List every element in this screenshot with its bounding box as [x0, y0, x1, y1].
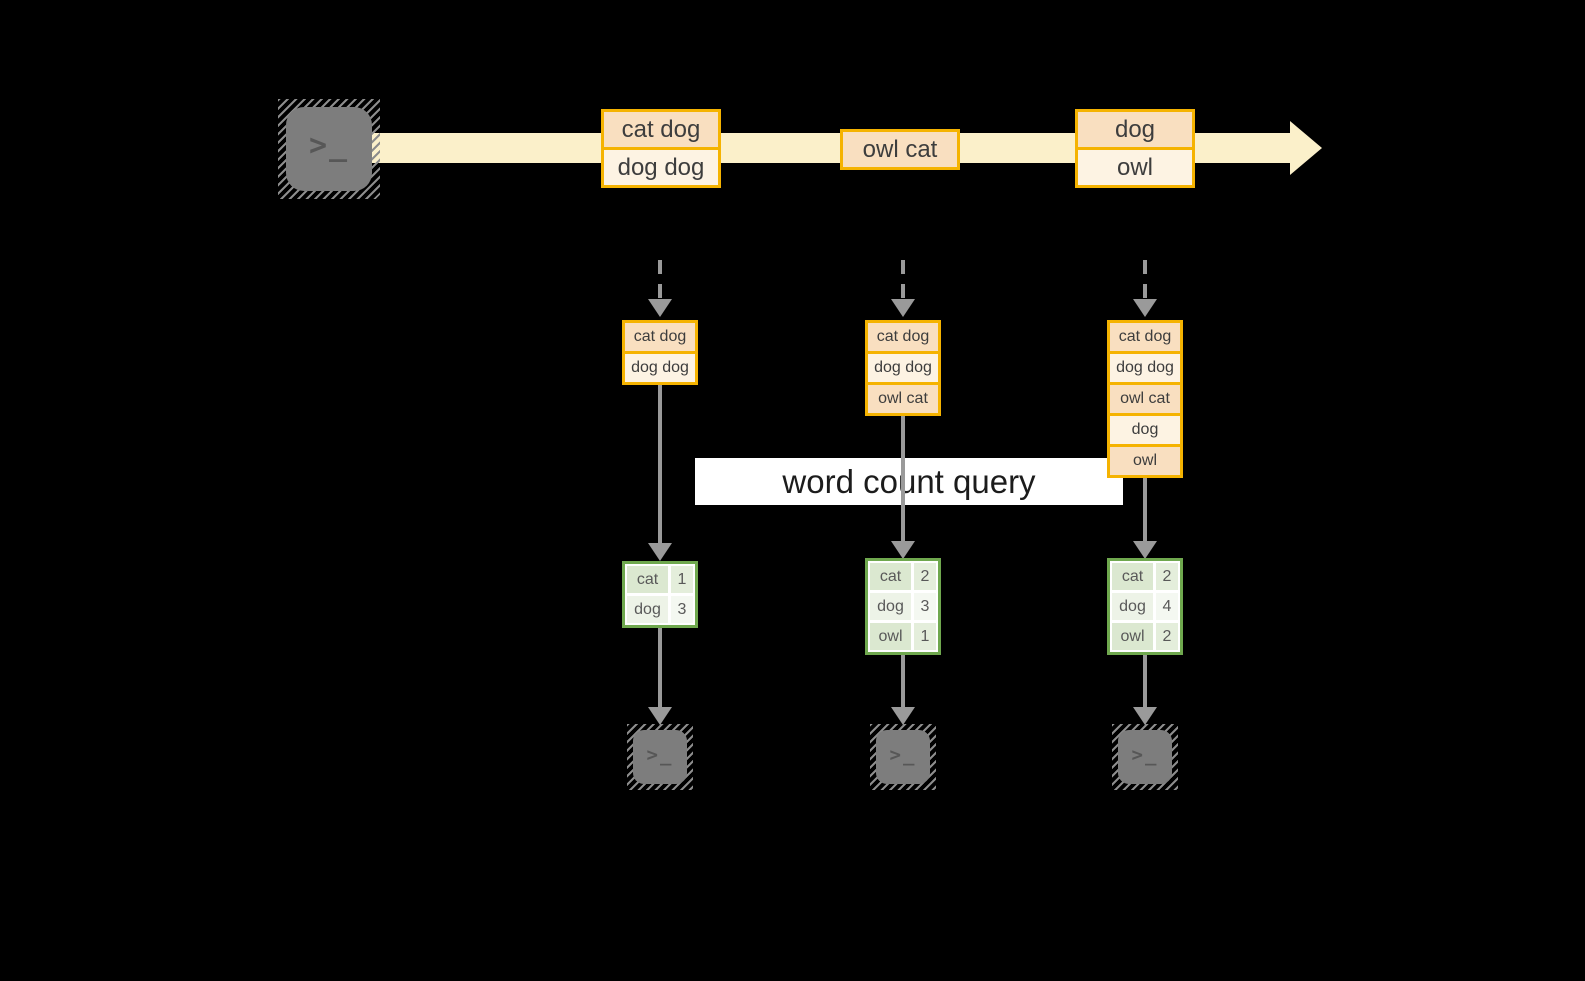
- count-cell: 4: [1156, 593, 1178, 620]
- result-arrowhead-icon: [891, 707, 915, 725]
- buffer-row: cat dog: [625, 323, 695, 351]
- count-table: cat 2 dog 3 owl 1: [865, 558, 941, 655]
- count-row: cat 2: [1112, 563, 1178, 590]
- consumer-terminal-icon: >_: [870, 724, 936, 790]
- result-arrowhead-icon: [648, 707, 672, 725]
- buffer-row: owl cat: [1110, 382, 1180, 413]
- consumer-terminal-icon: >_: [627, 724, 693, 790]
- batch-arrowhead-icon: [648, 299, 672, 317]
- stream-event: cat dog: [604, 112, 718, 147]
- consumer-terminal-icon: >_: [1112, 724, 1178, 790]
- prompt-glyph: >_: [308, 127, 350, 163]
- batch-arrow-dashed: [901, 260, 905, 300]
- result-arrow: [901, 654, 905, 708]
- result-arrow: [1143, 654, 1147, 708]
- word-cell: dog: [870, 593, 911, 620]
- word-cell: owl: [870, 623, 911, 650]
- word-cell: cat: [627, 566, 668, 593]
- count-row: dog 4: [1112, 593, 1178, 620]
- count-cell: 2: [1156, 563, 1178, 590]
- terminal-body: >_: [286, 107, 372, 191]
- buffer-stack: cat dog dog dog owl cat: [865, 320, 941, 416]
- query-arrow: [901, 415, 905, 542]
- count-row: dog 3: [627, 596, 693, 623]
- result-arrow: [658, 626, 662, 708]
- word-cell: dog: [627, 596, 668, 623]
- stream-arrowhead-icon: [1290, 121, 1322, 175]
- stream-event: dog dog: [604, 147, 718, 185]
- count-cell: 1: [914, 623, 936, 650]
- stream-event: dog: [1078, 112, 1192, 147]
- stream-event-box: dog owl: [1075, 109, 1195, 188]
- query-arrowhead-icon: [891, 541, 915, 559]
- stream-event: owl: [1078, 147, 1192, 185]
- word-cell: cat: [1112, 563, 1153, 590]
- prompt-glyph: >_: [889, 743, 917, 766]
- count-cell: 3: [914, 593, 936, 620]
- batch-arrowhead-icon: [891, 299, 915, 317]
- batch-arrowhead-icon: [1133, 299, 1157, 317]
- buffer-row: dog dog: [1110, 351, 1180, 382]
- count-row: owl 1: [870, 623, 936, 650]
- stream-event-box: cat dog dog dog: [601, 109, 721, 188]
- query-arrowhead-icon: [1133, 541, 1157, 559]
- count-row: cat 2: [870, 563, 936, 590]
- prompt-glyph: >_: [1131, 743, 1159, 766]
- count-row: owl 2: [1112, 623, 1178, 650]
- count-row: cat 1: [627, 566, 693, 593]
- batch-arrow-dashed: [1143, 260, 1147, 300]
- buffer-stack: cat dog dog dog owl cat dog owl: [1107, 320, 1183, 478]
- buffer-stack: cat dog dog dog: [622, 320, 698, 385]
- buffer-row: cat dog: [868, 323, 938, 351]
- stream-event-box: owl cat: [840, 129, 960, 170]
- terminal-body: >_: [633, 730, 687, 784]
- terminal-body: >_: [1118, 730, 1172, 784]
- count-table: cat 2 dog 4 owl 2: [1107, 558, 1183, 655]
- buffer-row: dog: [1110, 413, 1180, 444]
- terminal-body: >_: [876, 730, 930, 784]
- word-cell: cat: [870, 563, 911, 590]
- count-cell: 2: [914, 563, 936, 590]
- buffer-row: owl: [1110, 444, 1180, 475]
- producer-terminal-icon: >_: [278, 99, 380, 199]
- buffer-row: owl cat: [868, 382, 938, 413]
- query-arrowhead-icon: [648, 543, 672, 561]
- count-cell: 1: [671, 566, 693, 593]
- stream-event: owl cat: [843, 132, 957, 167]
- result-arrowhead-icon: [1133, 707, 1157, 725]
- query-arrow: [658, 384, 662, 544]
- count-row: dog 3: [870, 593, 936, 620]
- word-cell: owl: [1112, 623, 1153, 650]
- word-cell: dog: [1112, 593, 1153, 620]
- buffer-row: dog dog: [625, 351, 695, 382]
- buffer-row: cat dog: [1110, 323, 1180, 351]
- count-table: cat 1 dog 3: [622, 561, 698, 628]
- prompt-glyph: >_: [646, 743, 674, 766]
- query-banner: word count query: [695, 458, 1123, 505]
- batch-arrow-dashed: [658, 260, 662, 300]
- buffer-row: dog dog: [868, 351, 938, 382]
- count-cell: 2: [1156, 623, 1178, 650]
- count-cell: 3: [671, 596, 693, 623]
- query-arrow: [1143, 477, 1147, 542]
